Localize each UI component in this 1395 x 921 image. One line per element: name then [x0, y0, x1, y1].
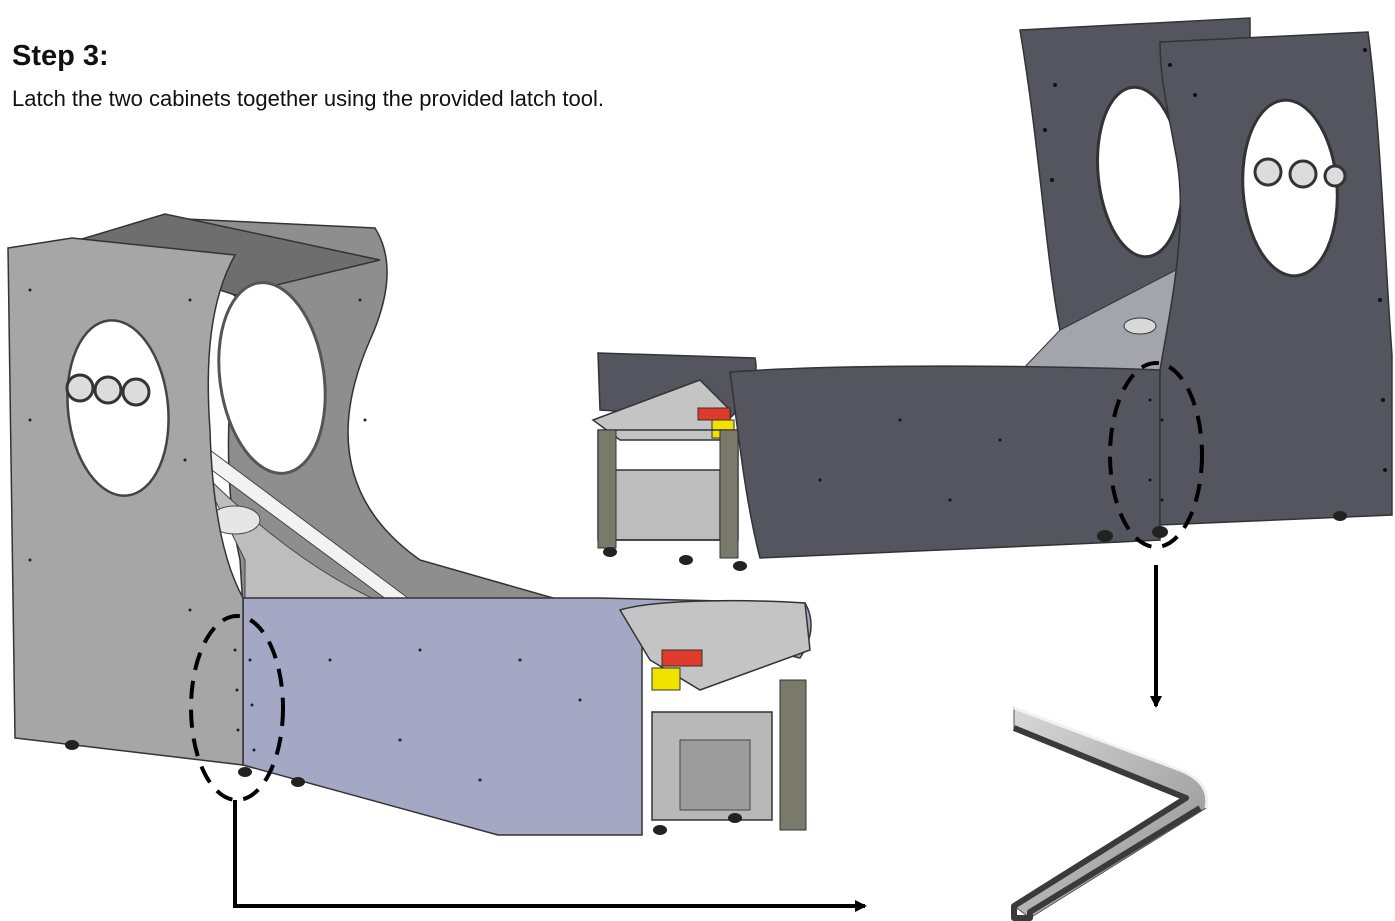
- left-cabinet-wheels: [65, 740, 742, 835]
- left-cabinet-side-window: [66, 319, 170, 497]
- right-cabinet: [591, 17, 1393, 571]
- left-cabinet-yellow-button: [651, 667, 681, 691]
- left-cabinet-side-rail: [779, 679, 807, 831]
- right-cabinet-ball-hole: [1123, 317, 1157, 335]
- step-instruction: Latch the two cabinets together using th…: [12, 86, 604, 111]
- right-cabinet-gauges: [1253, 157, 1347, 189]
- left-cabinet: [7, 213, 812, 836]
- step-title: Step 3:: [12, 40, 109, 72]
- left-cabinet-back-window: [217, 281, 327, 475]
- right-cabinet-side-panel: [1159, 31, 1393, 526]
- right-cabinet-left-leg: [597, 429, 617, 549]
- left-latch-callout-ellipse: [189, 614, 285, 802]
- right-cabinet-right-leg: [719, 429, 739, 559]
- right-cabinet-wheels: [603, 511, 1347, 571]
- latch-tool-icon: [1011, 706, 1209, 921]
- right-cabinet-coin-door: [614, 469, 721, 541]
- left-cabinet-gauges: [65, 373, 151, 407]
- left-callout-arrow: [233, 800, 867, 912]
- right-latch-callout-ellipse: [1108, 361, 1204, 549]
- left-cabinet-console: [618, 599, 811, 691]
- right-cabinet-front-panel: [729, 365, 1161, 559]
- left-cabinet-side-panel: [7, 237, 244, 766]
- left-cabinet-rivets: [28, 288, 582, 782]
- right-cabinet-rivets: [818, 48, 1387, 502]
- right-cabinet-red-button: [697, 407, 731, 421]
- left-cabinet-bill-acceptor: [679, 739, 751, 811]
- left-cabinet-red-button: [661, 649, 703, 667]
